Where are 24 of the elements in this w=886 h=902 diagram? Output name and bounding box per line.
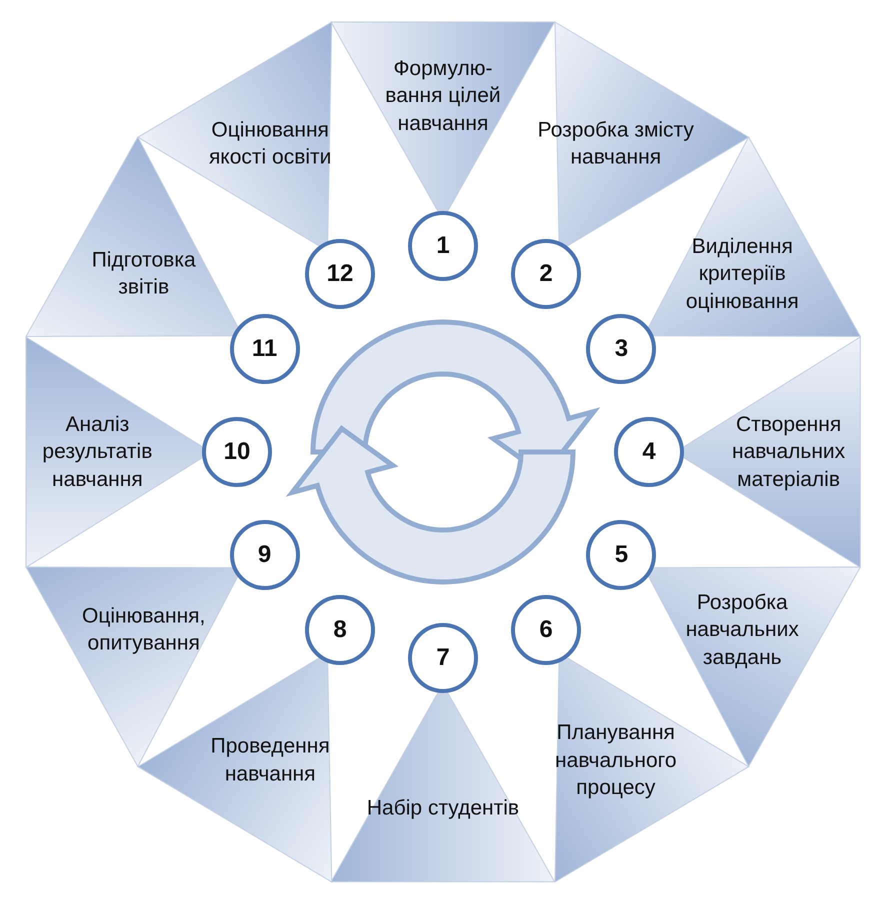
step-number: 7 — [408, 623, 478, 693]
step-number: 12 — [305, 238, 375, 309]
segment-label: Розробка навчальних завдань — [684, 590, 800, 671]
segment-label: Набір студентів — [366, 795, 520, 822]
segment-label: Оцінювання, опитування — [81, 604, 206, 657]
segment-label: Підготовка звітів — [90, 248, 197, 301]
segment-label: Аналіз результатів навчання — [41, 412, 154, 493]
segment-label: Розробка змісту навчання — [536, 117, 695, 171]
step-number: 6 — [511, 595, 581, 666]
segment-label: Планування навчального процесу — [554, 720, 678, 801]
step-number: 4 — [614, 417, 684, 487]
segment-label: Формулю- вання цілей навчання — [384, 56, 502, 137]
segment-label: Проведення навчання — [210, 734, 331, 788]
step-number: 1 — [408, 211, 478, 281]
step-number: 9 — [230, 520, 300, 590]
step-number: 10 — [202, 417, 272, 487]
step-number: 11 — [230, 314, 300, 384]
segment-label: Оцінювання якості освіти — [208, 117, 332, 171]
segment-label: Виділення критеріїв оцінювання — [684, 234, 800, 315]
step-number: 3 — [586, 314, 656, 384]
step-number: 8 — [305, 595, 375, 666]
segment-label: Створення навчальних матеріалів — [731, 412, 846, 493]
step-number: 2 — [511, 238, 581, 309]
step-number: 5 — [586, 520, 656, 590]
